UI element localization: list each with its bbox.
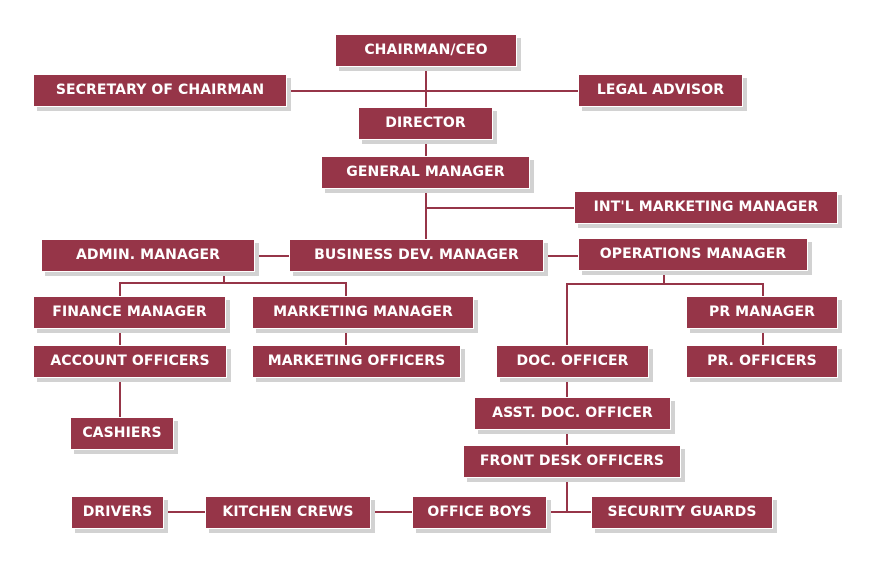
node-cashiers: CASHIERS [70,417,174,450]
connector-admin-branch [119,272,347,296]
node-director: DIRECTOR [358,107,493,140]
node-account-officers: ACCOUNT OFFICERS [33,345,227,378]
node-pr-officers: PR. OFFICERS [686,345,838,378]
node-marketing-officers: MARKETING OFFICERS [252,345,461,378]
node-marketing-manager: MARKETING MANAGER [252,296,474,329]
node-asst-doc-officer: ASST. DOC. OFFICER [474,397,671,430]
node-secretary: SECRETARY OF CHAIRMAN [33,74,287,107]
node-office-boys: OFFICE BOYS [412,496,547,529]
node-business-dev-manager: BUSINESS DEV. MANAGER [289,239,544,272]
node-finance-manager: FINANCE MANAGER [33,296,226,329]
node-drivers: DRIVERS [71,496,164,529]
node-chairman: CHAIRMAN/CEO [335,34,517,67]
node-admin-manager: ADMIN. MANAGER [41,239,255,272]
node-pr-manager: PR MANAGER [686,296,838,329]
node-doc-officer: DOC. OFFICER [496,345,649,378]
node-kitchen-crews: KITCHEN CREWS [205,496,371,529]
node-front-desk-officers: FRONT DESK OFFICERS [463,445,681,478]
node-operations-manager: OPERATIONS MANAGER [578,238,808,271]
connector-operations-branch [566,271,764,345]
node-intl-marketing-manager: INT'L MARKETING MANAGER [574,191,838,224]
node-legal-advisor: LEGAL ADVISOR [578,74,743,107]
node-general-manager: GENERAL MANAGER [321,156,530,189]
node-security-guards: SECURITY GUARDS [591,496,773,529]
